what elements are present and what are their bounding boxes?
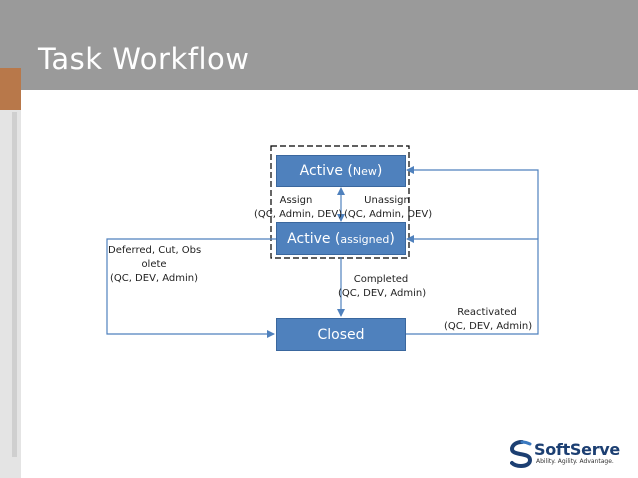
state-active-assigned: Active (assigned) (276, 222, 406, 255)
slide-title: Task Workflow (38, 42, 250, 76)
state-active-assigned-label: Active (assigned) (287, 230, 395, 247)
accent-tab (0, 68, 21, 110)
active-group-outline (270, 145, 410, 259)
deferred-arrow (106, 238, 276, 338)
reactivated-label: Reactivated (QC, DEV, Admin) (444, 307, 533, 332)
reactivated-to-new-arrow (406, 166, 539, 239)
assign-label: Assign (QC, Admin, DEV) (254, 195, 343, 220)
left-rail-inner (12, 112, 17, 457)
state-active-new-label: Active (New) (299, 163, 383, 179)
title-bar (0, 0, 638, 90)
logo-name: SoftServe (534, 440, 620, 459)
reactivated-arrow (405, 235, 539, 335)
softserve-swirl-icon (510, 440, 533, 468)
deferred-label: Deferred, Cut, Obs olete (QC, DEV, Admin… (108, 245, 202, 284)
softserve-logo: SoftServe Ability. Agility. Advantage. (510, 440, 630, 470)
state-closed-label: Closed (317, 326, 365, 343)
completed-label: Completed (QC, DEV, Admin) (338, 274, 427, 299)
state-closed: Closed (276, 318, 406, 351)
logo-tagline: Ability. Agility. Advantage. (536, 458, 614, 465)
unassign-label: Unassign (QC, Admin, DEV) (344, 195, 433, 220)
state-active-new: Active (New) (276, 155, 406, 187)
